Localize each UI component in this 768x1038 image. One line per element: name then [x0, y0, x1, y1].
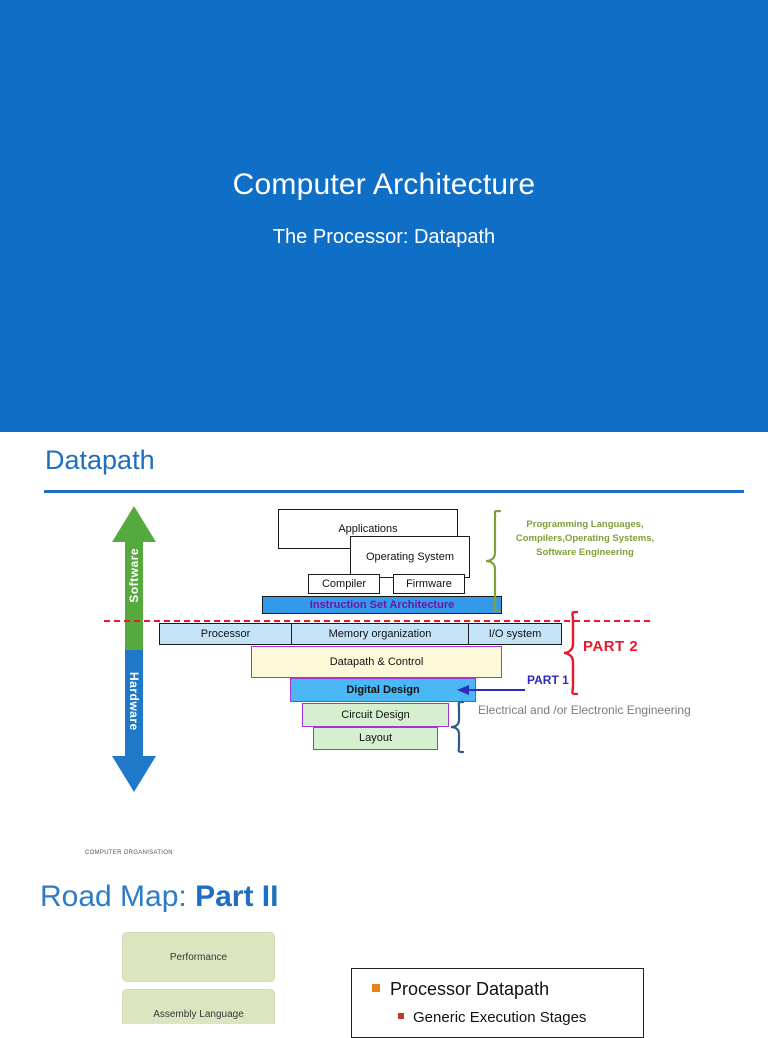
- content-card-line2: Generic Execution Stages: [398, 1009, 586, 1026]
- section-heading: Datapath: [45, 445, 155, 475]
- roadmap-heading-bold: Part II: [195, 880, 279, 913]
- annotation-software-disciplines: Programming Languages, Compilers,Operati…: [515, 519, 655, 558]
- heading-underline: [44, 490, 744, 493]
- abstraction-layers-diagram: Software Hardware Applications Operating…: [0, 504, 768, 834]
- datapath-slide: Datapath Software Hardware Applications …: [0, 432, 768, 872]
- roadmap-heading: Road Map: Part II: [40, 880, 278, 914]
- layer-label-datapath-and-control: Datapath & Control: [329, 655, 424, 668]
- square-sub-bullet-icon: [398, 1013, 404, 1019]
- roadmap-item-label: Performance: [169, 951, 228, 963]
- roadmap-item-performance[interactable]: Performance: [122, 932, 275, 982]
- layer-box-firmware: Firmware: [393, 574, 465, 594]
- roadmap-content-card: Processor Datapath Generic Execution Sta…: [351, 968, 644, 1038]
- title-slide: Computer Architecture The Processor: Dat…: [0, 0, 768, 432]
- annotation-part1: PART 1: [527, 673, 569, 687]
- arrow-label-software: Software: [127, 548, 141, 603]
- layer-box-processor: Processor: [159, 623, 292, 645]
- layer-label-firmware: Firmware: [406, 577, 452, 590]
- content-card-line1: Processor Datapath: [372, 979, 549, 1000]
- layer-label-compiler: Compiler: [321, 577, 366, 590]
- content-card-line1-label: Processor Datapath: [390, 979, 550, 999]
- part2-brace-icon: [563, 610, 579, 696]
- layer-box-io-system: I/O system: [468, 623, 562, 645]
- layer-label-processor: Processor: [200, 627, 251, 640]
- layer-label-circuit-design: Circuit Design: [341, 708, 410, 721]
- content-card-line2-label: Generic Execution Stages: [413, 1009, 587, 1026]
- layer-box-digital-design: Digital Design: [290, 678, 476, 702]
- layer-label-digital-design: Digital Design: [346, 683, 420, 696]
- layer-box-circuit-design: Circuit Design: [302, 703, 449, 727]
- software-brace-icon: [485, 509, 502, 613]
- square-bullet-icon: [372, 984, 380, 992]
- layer-label-applications: Applications: [338, 522, 398, 535]
- page-subtitle: The Processor: Datapath: [272, 226, 496, 248]
- layer-box-instruction-set-architecture: Instruction Set Architecture: [262, 596, 502, 614]
- annotation-engineering: Electrical and /or Electronic Engineerin…: [478, 703, 691, 717]
- annotation-part2: PART 2: [583, 638, 639, 655]
- page-title: Computer Architecture: [232, 168, 536, 201]
- arrow-label-hardware: Hardware: [127, 672, 141, 731]
- layer-label-memory-organization: Memory organization: [328, 627, 432, 640]
- roadmap-item-assembly-language[interactable]: Assembly Language: [122, 989, 275, 1024]
- roadmap-heading-light: Road Map:: [40, 880, 196, 913]
- layer-box-compiler: Compiler: [308, 574, 380, 594]
- hardware-software-divider: [104, 620, 650, 622]
- roadmap-item-label: Assembly Language: [153, 1008, 244, 1020]
- engineering-brace-icon: [450, 700, 465, 754]
- software-hardware-arrow-icon: [112, 506, 156, 792]
- part1-arrow-icon: [457, 685, 525, 695]
- layer-box-layout: Layout: [313, 727, 438, 750]
- layer-box-memory-organization: Memory organization: [291, 623, 469, 645]
- layer-label-instruction-set-architecture: Instruction Set Architecture: [309, 598, 455, 611]
- slide-footer: COMPUTER ORGANISATION: [85, 850, 173, 856]
- layer-label-io-system: I/O system: [488, 627, 542, 640]
- layer-box-operating-system: Operating System: [350, 536, 470, 578]
- layer-box-datapath-and-control: Datapath & Control: [251, 646, 502, 678]
- layer-label-operating-system: Operating System: [365, 550, 455, 563]
- layer-label-layout: Layout: [358, 732, 393, 745]
